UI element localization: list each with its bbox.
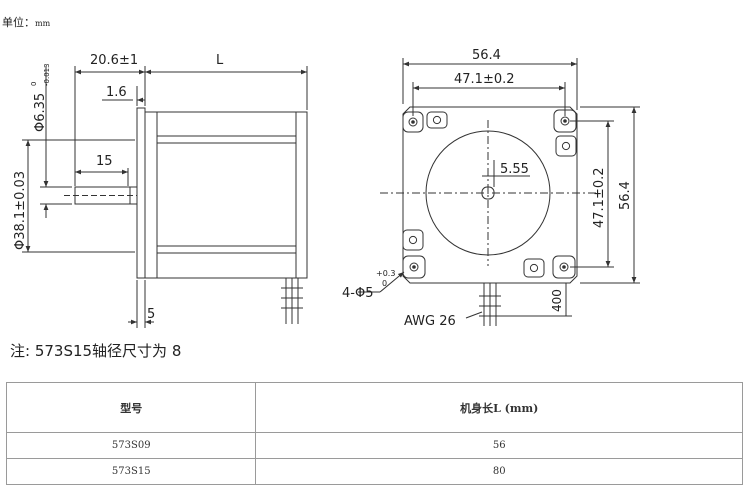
table-row: 573S09 56 bbox=[5, 432, 743, 459]
note-text: 注: 573S15轴径尺寸为 8 bbox=[10, 342, 182, 360]
header-length: 机身长L (mm) bbox=[255, 382, 743, 433]
hole-tol-lower: 0 bbox=[382, 279, 387, 288]
motor-body bbox=[144, 111, 308, 279]
cell-length: 80 bbox=[255, 458, 743, 485]
dim-47-1-right: 47.1±0.2 bbox=[592, 167, 607, 228]
cell-model: 573S09 bbox=[5, 432, 257, 459]
shaft-tol-lower: -0.013 bbox=[43, 63, 51, 86]
dim-20-6: 20.6±1 bbox=[90, 53, 138, 68]
dim-5: 5 bbox=[147, 307, 155, 322]
unit-value: mm bbox=[35, 19, 51, 28]
dim-56-4-right: 56.4 bbox=[618, 181, 633, 210]
motor-flange bbox=[136, 107, 146, 279]
header-model: 型号 bbox=[5, 382, 257, 433]
table-header-row: 型号 机身长L (mm) bbox=[5, 382, 743, 433]
dim-1-6: 1.6 bbox=[106, 85, 127, 100]
front-leads bbox=[479, 283, 501, 326]
dim-47-1-top: 47.1±0.2 bbox=[454, 72, 515, 87]
cell-length: 56 bbox=[255, 432, 743, 459]
motor-face-plate bbox=[402, 106, 578, 284]
unit-label: 单位：mm bbox=[2, 14, 50, 30]
front-view bbox=[358, 58, 640, 326]
shaft-diameter: Φ6.35 bbox=[33, 93, 48, 132]
motor-drawing: 20.6±1 L 1.6 15 5 Φ6.35 0 -0.013 Φ38.1±0… bbox=[13, 48, 640, 329]
dim-15: 15 bbox=[96, 154, 113, 169]
hole-tol-upper: +0.3 bbox=[376, 269, 395, 278]
side-view bbox=[22, 66, 308, 328]
table-row: 573S15 80 bbox=[5, 458, 743, 485]
awg-label: AWG 26 bbox=[404, 314, 456, 329]
side-leads bbox=[281, 278, 303, 324]
hole-spec: 4-Φ5 bbox=[342, 286, 373, 301]
cell-model: 573S15 bbox=[5, 458, 257, 485]
dim-5-55: 5.55 bbox=[500, 162, 529, 177]
mounting-hole-bl bbox=[402, 229, 426, 279]
shaft-tol-upper: 0 bbox=[30, 82, 38, 86]
unit-label-text: 单位： bbox=[2, 16, 35, 29]
boss-diameter: Φ38.1±0.03 bbox=[13, 171, 28, 250]
spec-table: 型号 机身长L (mm) 573S09 56 573S15 80 bbox=[5, 382, 743, 485]
dim-56-4-top: 56.4 bbox=[472, 48, 501, 63]
dim-L: L bbox=[216, 53, 224, 68]
lead-length: 400 bbox=[550, 289, 564, 312]
